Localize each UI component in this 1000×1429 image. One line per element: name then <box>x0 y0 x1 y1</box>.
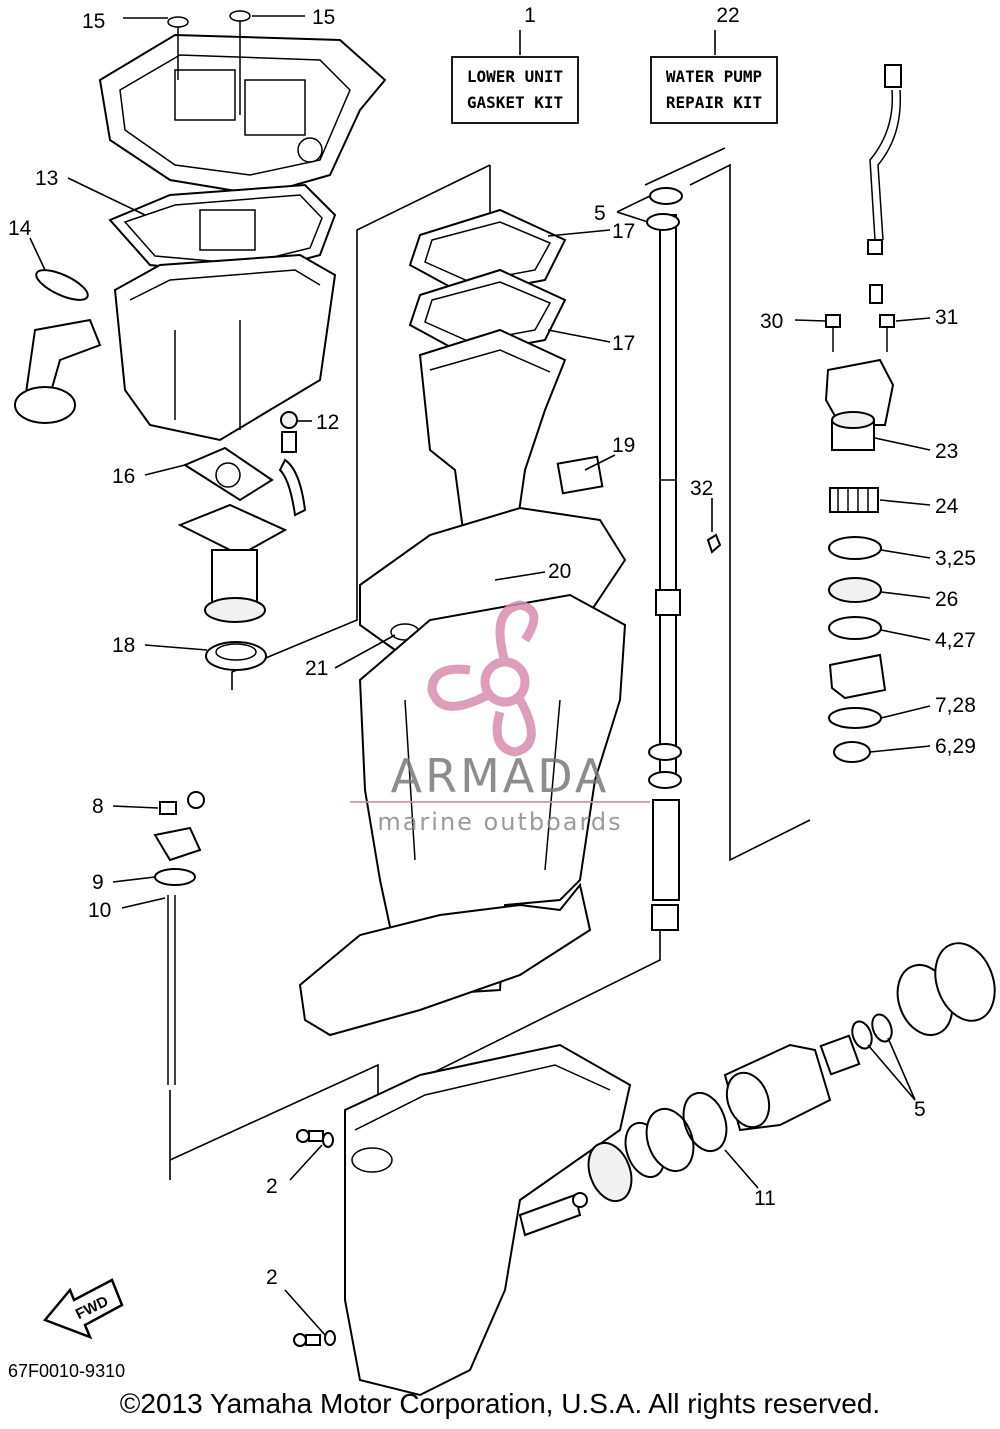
callout-11: 11 <box>754 1187 776 1210</box>
callout-13: 13 <box>35 167 58 190</box>
exhaust-pipe <box>418 328 567 547</box>
watermark-brand: ARMADA <box>391 749 610 803</box>
watermark-tagline: marine outboards <box>377 808 622 836</box>
callout-16: 16 <box>112 465 135 488</box>
o-ring-14 <box>35 269 89 301</box>
gasket-4-27 <box>828 616 882 640</box>
callout-22: 22 <box>716 4 739 27</box>
oil-seals-5-top <box>646 187 683 231</box>
rubber-seal-19 <box>556 455 604 495</box>
lower-casing <box>344 1043 632 1397</box>
upper-casing <box>298 593 627 1037</box>
gasket-17-upper <box>408 208 567 297</box>
diagram-code: 67F0010-9310 <box>8 1361 125 1381</box>
oil-pan <box>113 253 337 442</box>
callout-labels: 15 15 13 14 12 16 18 17 17 19 20 21 32 5… <box>8 6 976 1289</box>
gasket-16 <box>182 446 274 502</box>
callout-18: 18 <box>112 634 135 657</box>
water-pump-kit-line1: WATER PUMP <box>666 67 762 86</box>
propeller-logo-icon <box>427 600 539 757</box>
gasket-3-25 <box>828 536 882 560</box>
drive-shaft <box>655 214 681 781</box>
impeller-24 <box>829 487 879 513</box>
callout-15b: 15 <box>312 6 335 29</box>
plate-26 <box>828 577 882 603</box>
callout-19: 19 <box>612 434 635 457</box>
callout-12: 12 <box>316 411 339 434</box>
callout-2-lower: 2 <box>266 1266 278 1289</box>
water-pump-housing-lower <box>177 503 288 623</box>
callout-8: 8 <box>92 795 104 818</box>
gasket-17-lower <box>408 268 567 357</box>
armada-watermark: ARMADA marine outboards <box>350 600 650 836</box>
callout-15a: 15 <box>82 10 105 33</box>
callout-32: 32 <box>690 477 713 500</box>
callout-17a: 17 <box>612 220 635 243</box>
callout-26: 26 <box>935 588 958 611</box>
insert-23 <box>831 411 875 451</box>
oil-seal-18 <box>205 641 267 671</box>
propeller-shaft-parts <box>518 942 996 1237</box>
callout-9: 9 <box>92 871 104 894</box>
key-32 <box>706 533 722 554</box>
callout-4-27: 4,27 <box>935 629 976 652</box>
callout-24: 24 <box>935 495 959 518</box>
callout-23: 23 <box>935 440 958 463</box>
callout-5-top: 5 <box>594 202 606 225</box>
lower-unit-kit-line2: GASKET KIT <box>467 93 563 112</box>
callout-3-25: 3,25 <box>935 547 976 570</box>
water-pump-repair-kit-box: WATER PUMP REPAIR KIT <box>650 56 778 124</box>
callout-5-bottom: 5 <box>914 1098 926 1121</box>
callout-6-29: 6,29 <box>935 735 976 758</box>
o-ring-6-29 <box>833 741 871 763</box>
lower-unit-gasket-kit-box: LOWER UNIT GASKET KIT <box>451 56 579 124</box>
drive-shaft-bearings <box>648 743 682 931</box>
callout-17b: 17 <box>612 332 635 355</box>
callout-14: 14 <box>8 217 32 240</box>
drain-plug-12 <box>278 411 307 517</box>
shift-rod-assembly <box>153 791 205 1085</box>
callout-7-28: 7,28 <box>935 694 976 717</box>
oil-strainer <box>14 318 102 424</box>
callout-10: 10 <box>88 899 111 922</box>
callout-31: 31 <box>935 306 958 329</box>
screws-2 <box>293 1129 336 1347</box>
gasket-7-28 <box>828 707 882 729</box>
callout-30: 30 <box>760 310 783 333</box>
pump-base <box>828 653 887 700</box>
callout-21: 21 <box>305 657 328 680</box>
exhaust-guide-plate <box>98 10 387 197</box>
bolts-30-31 <box>825 314 895 352</box>
fwd-arrow-icon: FWD <box>42 1278 124 1340</box>
water-pump-kit-line2: REPAIR KIT <box>666 93 762 112</box>
water-tube <box>867 64 902 304</box>
pump-housing <box>824 358 895 426</box>
copyright-notice: ©2013 Yamaha Motor Corporation, U.S.A. A… <box>120 1388 880 1419</box>
kit-boundary-lines <box>169 30 811 1180</box>
callout-1: 1 <box>524 4 536 27</box>
leader-lines <box>29 15 931 1336</box>
callout-2-upper: 2 <box>266 1175 278 1198</box>
callout-20: 20 <box>548 560 571 583</box>
lower-unit-kit-line1: LOWER UNIT <box>467 67 563 86</box>
